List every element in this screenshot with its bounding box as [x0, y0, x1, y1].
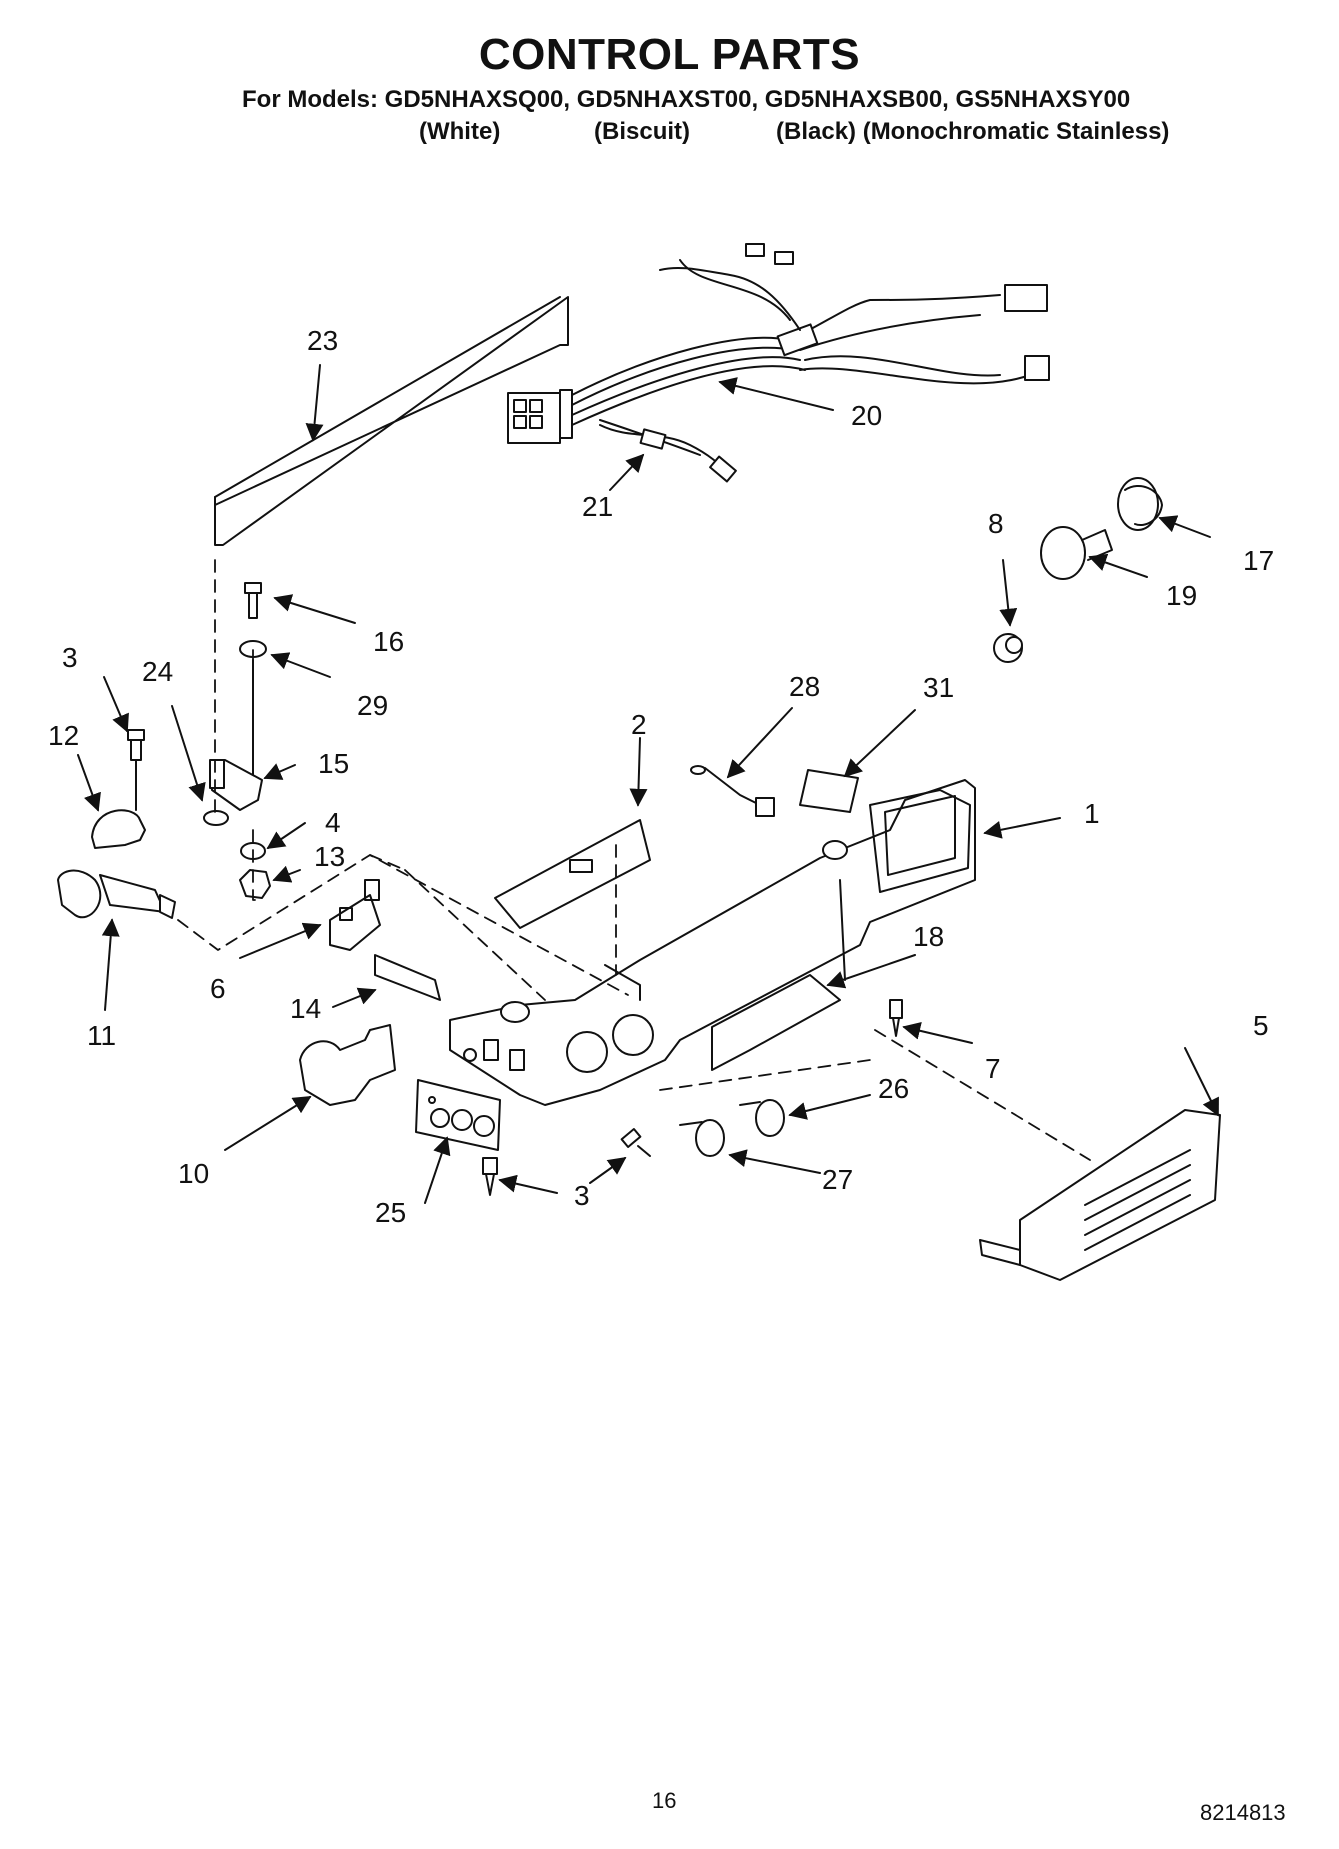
callout-20: 20: [851, 400, 882, 431]
variant-white: (White): [419, 118, 501, 145]
part-24-washer: [203, 810, 229, 826]
part-10-clip: [299, 1024, 396, 1106]
callout-5: 5: [1253, 1010, 1269, 1041]
callout-23: 23: [307, 325, 338, 356]
part-6-switch: [329, 879, 381, 951]
callout-14: 14: [290, 993, 321, 1024]
part-11-shaft: [57, 869, 176, 919]
callout-12: 12: [48, 720, 79, 751]
part-26-knob: [739, 1099, 785, 1137]
part-20-wire-harness: [507, 243, 1050, 471]
part-13-nut: [239, 869, 271, 899]
part-19-bulb: [1040, 526, 1113, 580]
callout-1: 1: [1084, 798, 1100, 829]
callout-19: 19: [1166, 580, 1197, 611]
callout-3-lower: 3: [574, 1180, 590, 1211]
callout-10: 10: [178, 1158, 209, 1189]
part-21-sensor: [639, 428, 737, 483]
part-7-screw: [889, 999, 903, 1037]
callout-16: 16: [373, 626, 404, 657]
callout-18: 18: [913, 921, 944, 952]
screw-lower-left: [482, 1157, 498, 1196]
part-2-cover: [494, 819, 651, 929]
variant-black-stainless: (Black) (Monochromatic Stainless): [776, 118, 1170, 145]
assembly-dashed-lines: [177, 559, 1091, 1161]
part-5-grille: [979, 1109, 1221, 1281]
callout-27: 27: [822, 1164, 853, 1195]
page-title: CONTROL PARTS: [478, 30, 861, 79]
callout-25: 25: [375, 1197, 406, 1228]
part-1-control-housing: [449, 779, 976, 1106]
callout-2: 2: [631, 709, 647, 740]
part-23-rod: [214, 296, 569, 546]
callout-4: 4: [325, 807, 341, 838]
callout-arrows: [77, 364, 1219, 1204]
callout-15: 15: [318, 748, 349, 779]
callout-13: 13: [314, 841, 345, 872]
part-16-screw: [244, 582, 262, 619]
part-27-knob: [679, 1119, 725, 1157]
document-number: 8214813: [1200, 1800, 1286, 1825]
models-line: For Models: GD5NHAXSQ00, GD5NHAXST00, GD…: [242, 86, 1131, 113]
callout-24: 24: [142, 656, 173, 687]
callout-31: 31: [923, 672, 954, 703]
callout-17: 17: [1243, 545, 1274, 576]
callout-7: 7: [985, 1053, 1001, 1084]
part-3-screw-left: [127, 729, 145, 811]
callout-11: 11: [87, 1020, 116, 1051]
part-28-thermistor: [690, 765, 775, 817]
part-8-plug: [993, 633, 1023, 663]
part-14-bar: [374, 954, 441, 1001]
callout-3-top: 3: [62, 642, 78, 673]
callout-28: 28: [789, 671, 820, 702]
callout-labels: 23 20 21 8 17 19 16 29 3 24 12 15 4 13 2…: [48, 325, 1274, 1228]
callout-6: 6: [210, 973, 226, 1004]
callout-29: 29: [357, 690, 388, 721]
callout-8: 8: [988, 508, 1004, 539]
part-15-bracket: [209, 759, 263, 811]
callout-21: 21: [582, 491, 613, 522]
part-18-insulation: [711, 974, 841, 1071]
part-3-screw-lower: [620, 1128, 651, 1157]
callout-26: 26: [878, 1073, 909, 1104]
part-25-faceplate: [415, 1079, 501, 1151]
part-31-pad: [799, 769, 859, 813]
part-17-socket: [1117, 477, 1163, 531]
page-number: 16: [652, 1788, 677, 1813]
variant-biscuit: (Biscuit): [594, 118, 690, 145]
part-12-clamp: [91, 809, 146, 849]
